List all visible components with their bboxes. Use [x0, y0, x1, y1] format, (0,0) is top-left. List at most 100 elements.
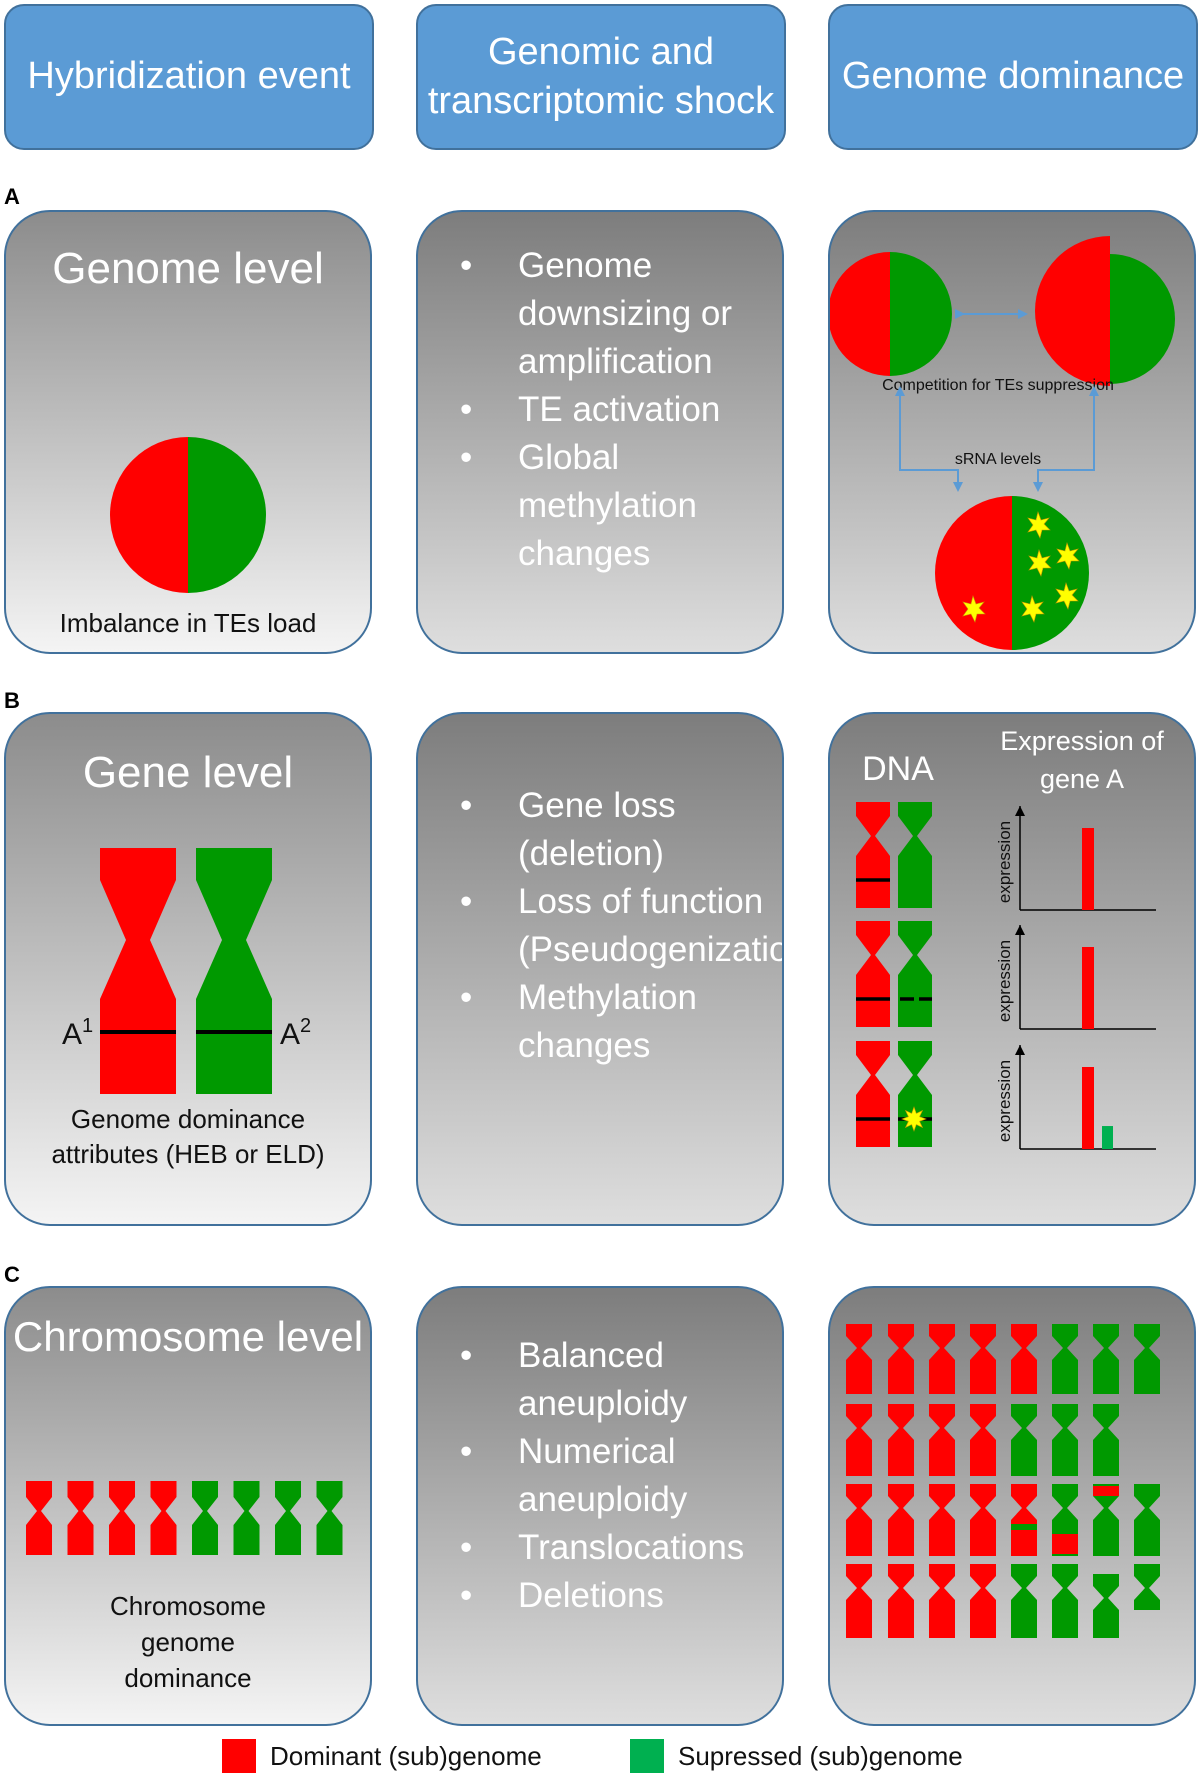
karyotype-chromosome	[929, 1324, 955, 1394]
karyotype-chromosome	[970, 1564, 996, 1638]
methylation-burst-icon	[901, 1106, 927, 1132]
legend-suppressed: Supressed (sub)genome	[630, 1736, 963, 1776]
suppressed-chromosome	[898, 921, 932, 1027]
genome-shock-list: Genome downsizing or amplification TE ac…	[438, 242, 776, 578]
karyotype-grid	[846, 1324, 1160, 1638]
karyotype-chromosome	[1052, 1564, 1078, 1638]
genome-pie	[110, 437, 266, 593]
karyotype-chromosome	[1052, 1404, 1078, 1476]
legend-dominant-label: Dominant (sub)genome	[270, 1740, 542, 1771]
chromosome-shock-panel: Balanced aneuploidy Numerical aneuploidy…	[416, 1286, 784, 1726]
karyotype-chromosome	[888, 1324, 914, 1394]
karyotype-chromosome	[929, 1484, 955, 1556]
list-item: Balanced aneuploidy	[438, 1332, 776, 1428]
axis-arrow-icon	[1015, 925, 1025, 935]
suppressed-expression-bar	[1102, 1126, 1113, 1149]
te-burst-icon	[1027, 510, 1051, 539]
header-hybridization-event: Hybridization event	[4, 4, 374, 150]
karyotype-chromosome	[1011, 1404, 1037, 1476]
legend-dominant-swatch	[222, 1739, 256, 1773]
translocation-segment	[1052, 1534, 1078, 1554]
te-burst-icon	[962, 594, 986, 623]
expression-title-line2: gene A	[1040, 764, 1124, 794]
karyotype-chromosome	[1052, 1324, 1078, 1394]
suppressed-chromosome	[196, 848, 272, 1094]
section-label-c: C	[4, 1262, 20, 1287]
y-axis-label: expression	[995, 821, 1014, 903]
dominant-chromosome	[856, 802, 890, 908]
genome-level-title: Genome level	[52, 244, 324, 293]
small-genome-suppressed	[890, 252, 952, 376]
chromosome-level-panel: Chromosome level Chromosome genome domin…	[4, 1286, 372, 1726]
gene-expression-diagram: DNA Expression of gene A expressionexpre…	[856, 726, 1164, 1150]
dominant-half	[110, 437, 188, 593]
y-axis-label: expression	[995, 940, 1014, 1022]
chromosome	[26, 1481, 52, 1555]
arrow-left-down	[899, 388, 963, 492]
expression-plot-1: expression	[995, 806, 1156, 911]
gene-level-panel: Gene level A1 A2 Genome dominance attrib…	[4, 712, 372, 1226]
axis-arrow-icon	[1015, 1045, 1025, 1055]
list-item: Translocations	[438, 1524, 776, 1572]
list-item: Global methylation changes	[438, 434, 776, 578]
karyotype-chromosome	[929, 1404, 955, 1476]
karyotype-chromosome	[1134, 1324, 1160, 1394]
dominant-chromosome	[100, 848, 176, 1094]
karyotype-chromosome	[1093, 1484, 1119, 1556]
te-burst-icon	[1028, 548, 1052, 577]
legend-suppressed-swatch	[630, 1739, 664, 1773]
small-genome-dominant	[830, 252, 890, 376]
genome-shock-panel: Genome downsizing or amplification TE ac…	[416, 210, 784, 654]
gene-chromosome-pair: A1 A2	[62, 848, 311, 1094]
chromosome	[192, 1481, 218, 1555]
expression-plot-3: expression	[995, 1045, 1156, 1150]
karyotype-chromosome	[970, 1484, 996, 1556]
karyotype-chromosome	[1134, 1564, 1160, 1610]
gene-shock-list: Gene loss (deletion) Loss of function (P…	[438, 782, 782, 1070]
karyotype-chromosome	[1011, 1484, 1037, 1556]
te-load-caption: Imbalance in TEs load	[59, 608, 317, 638]
te-burst-icon	[1056, 541, 1080, 570]
list-item: Genome downsizing or amplification	[438, 242, 776, 386]
karyotype-chromosome	[1093, 1404, 1119, 1476]
allele-a1-label: A1	[62, 1015, 93, 1051]
te-burst-icon	[1055, 581, 1079, 610]
karyotype-chromosome	[888, 1484, 914, 1556]
gene-shock-panel: Gene loss (deletion) Loss of function (P…	[416, 712, 784, 1226]
genome-level-panel: Genome level Imbalance in TEs load	[4, 210, 372, 654]
chromosome	[275, 1481, 301, 1555]
header-genomic-shock: Genomic and transcriptomic shock	[416, 4, 786, 150]
y-axis-label: expression	[995, 1060, 1014, 1142]
dna-pair-1	[856, 802, 932, 908]
list-item: Numerical aneuploidy	[438, 1428, 776, 1524]
expression-title-line1: Expression of	[1000, 726, 1164, 756]
chromosome-shock-list: Balanced aneuploidy Numerical aneuploidy…	[438, 1332, 776, 1620]
list-item: Deletions	[438, 1572, 776, 1620]
karyotype-chromosome	[888, 1564, 914, 1638]
dna-pair-2	[856, 921, 932, 1027]
karyotype-chromosome	[846, 1404, 872, 1476]
suppressed-chromosome	[898, 802, 932, 908]
gene-dominance-caption: Genome dominance attributes (HEB or ELD)	[51, 1104, 325, 1170]
dominant-expression-bar	[1082, 947, 1094, 1029]
karyotype-panel	[828, 1286, 1196, 1726]
karyotype-chromosome	[846, 1564, 872, 1638]
te-competition-diagram: Competition for TEs suppression sRNA lev…	[830, 236, 1175, 650]
karyotype-chromosome	[1134, 1484, 1160, 1556]
karyotype-chromosome	[970, 1324, 996, 1394]
karyotype-chromosome	[929, 1564, 955, 1638]
list-item: Gene loss (deletion)	[438, 782, 776, 878]
chromosome	[109, 1481, 135, 1555]
arrow-right-down	[1033, 388, 1095, 492]
te-burst-icon	[1021, 594, 1045, 623]
chromosome-dominance-caption: Chromosome genome dominance	[109, 1591, 267, 1693]
allele-a2-label: A2	[280, 1015, 311, 1051]
srna-label: sRNA levels	[955, 451, 1041, 468]
translocation-segment	[1093, 1486, 1119, 1496]
chromosome	[150, 1481, 177, 1555]
karyotype-chromosome	[1011, 1324, 1037, 1394]
dominant-chromosome	[856, 921, 890, 1027]
karyotype-chromosome	[1093, 1574, 1119, 1638]
karyotype-chromosome	[846, 1484, 872, 1556]
